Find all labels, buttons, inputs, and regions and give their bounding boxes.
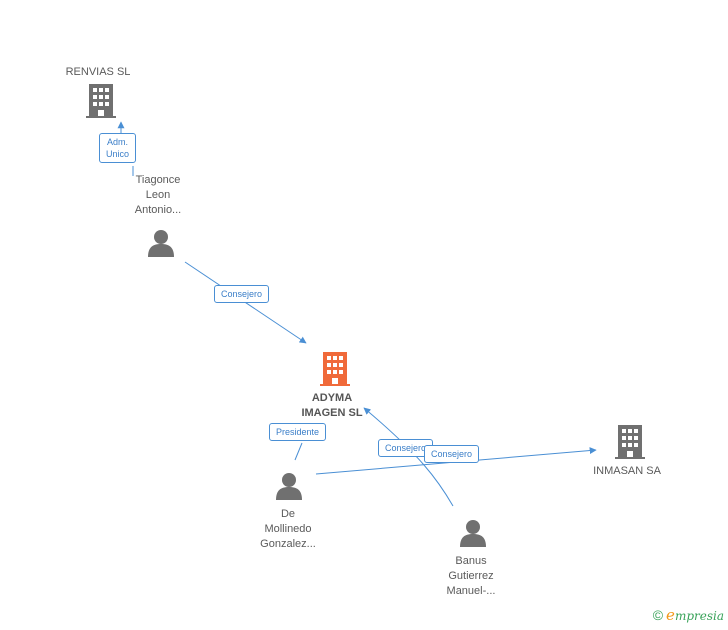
brand-e: e	[666, 606, 675, 624]
empresia-logo[interactable]: ©empresia	[653, 606, 724, 624]
edge-label-consejero-banus[interactable]: Consejero	[378, 439, 434, 457]
edge-label-consejero-tiagonce[interactable]: Consejero	[214, 285, 270, 303]
inmasan-building-icon[interactable]	[615, 425, 645, 459]
demollinedo-person-icon[interactable]	[276, 473, 302, 500]
node-label-inmasan[interactable]: INMASAN SA	[593, 465, 661, 477]
node-label-tiagonce[interactable]: Tiagonce Leon Antonio...	[134, 174, 182, 216]
copyright-icon: ©	[652, 607, 664, 623]
node-label-renvias[interactable]: RENVIAS SL	[65, 66, 131, 78]
edge-demollinedo-adyma	[294, 442, 303, 461]
adyma-building-icon[interactable]	[320, 352, 350, 386]
edge-label-consejero-inmasan[interactable]: Consejero	[424, 445, 480, 463]
edge-label-presidente[interactable]: Presidente	[269, 423, 327, 441]
renvias-building-icon[interactable]	[86, 84, 116, 118]
node-label-adyma[interactable]: ADYMA IMAGEN SL	[301, 392, 363, 419]
node-label-demollinedo[interactable]: De Mollinedo Gonzalez...	[260, 508, 316, 550]
banus-person-icon[interactable]	[460, 520, 486, 547]
brand-name: mpresia	[674, 609, 724, 623]
node-label-banus[interactable]: Banus Gutierrez Manuel-...	[446, 555, 496, 597]
edge-label-adm-unico[interactable]: Adm. Unico	[99, 133, 137, 163]
tiagonce-person-icon[interactable]	[148, 230, 174, 257]
